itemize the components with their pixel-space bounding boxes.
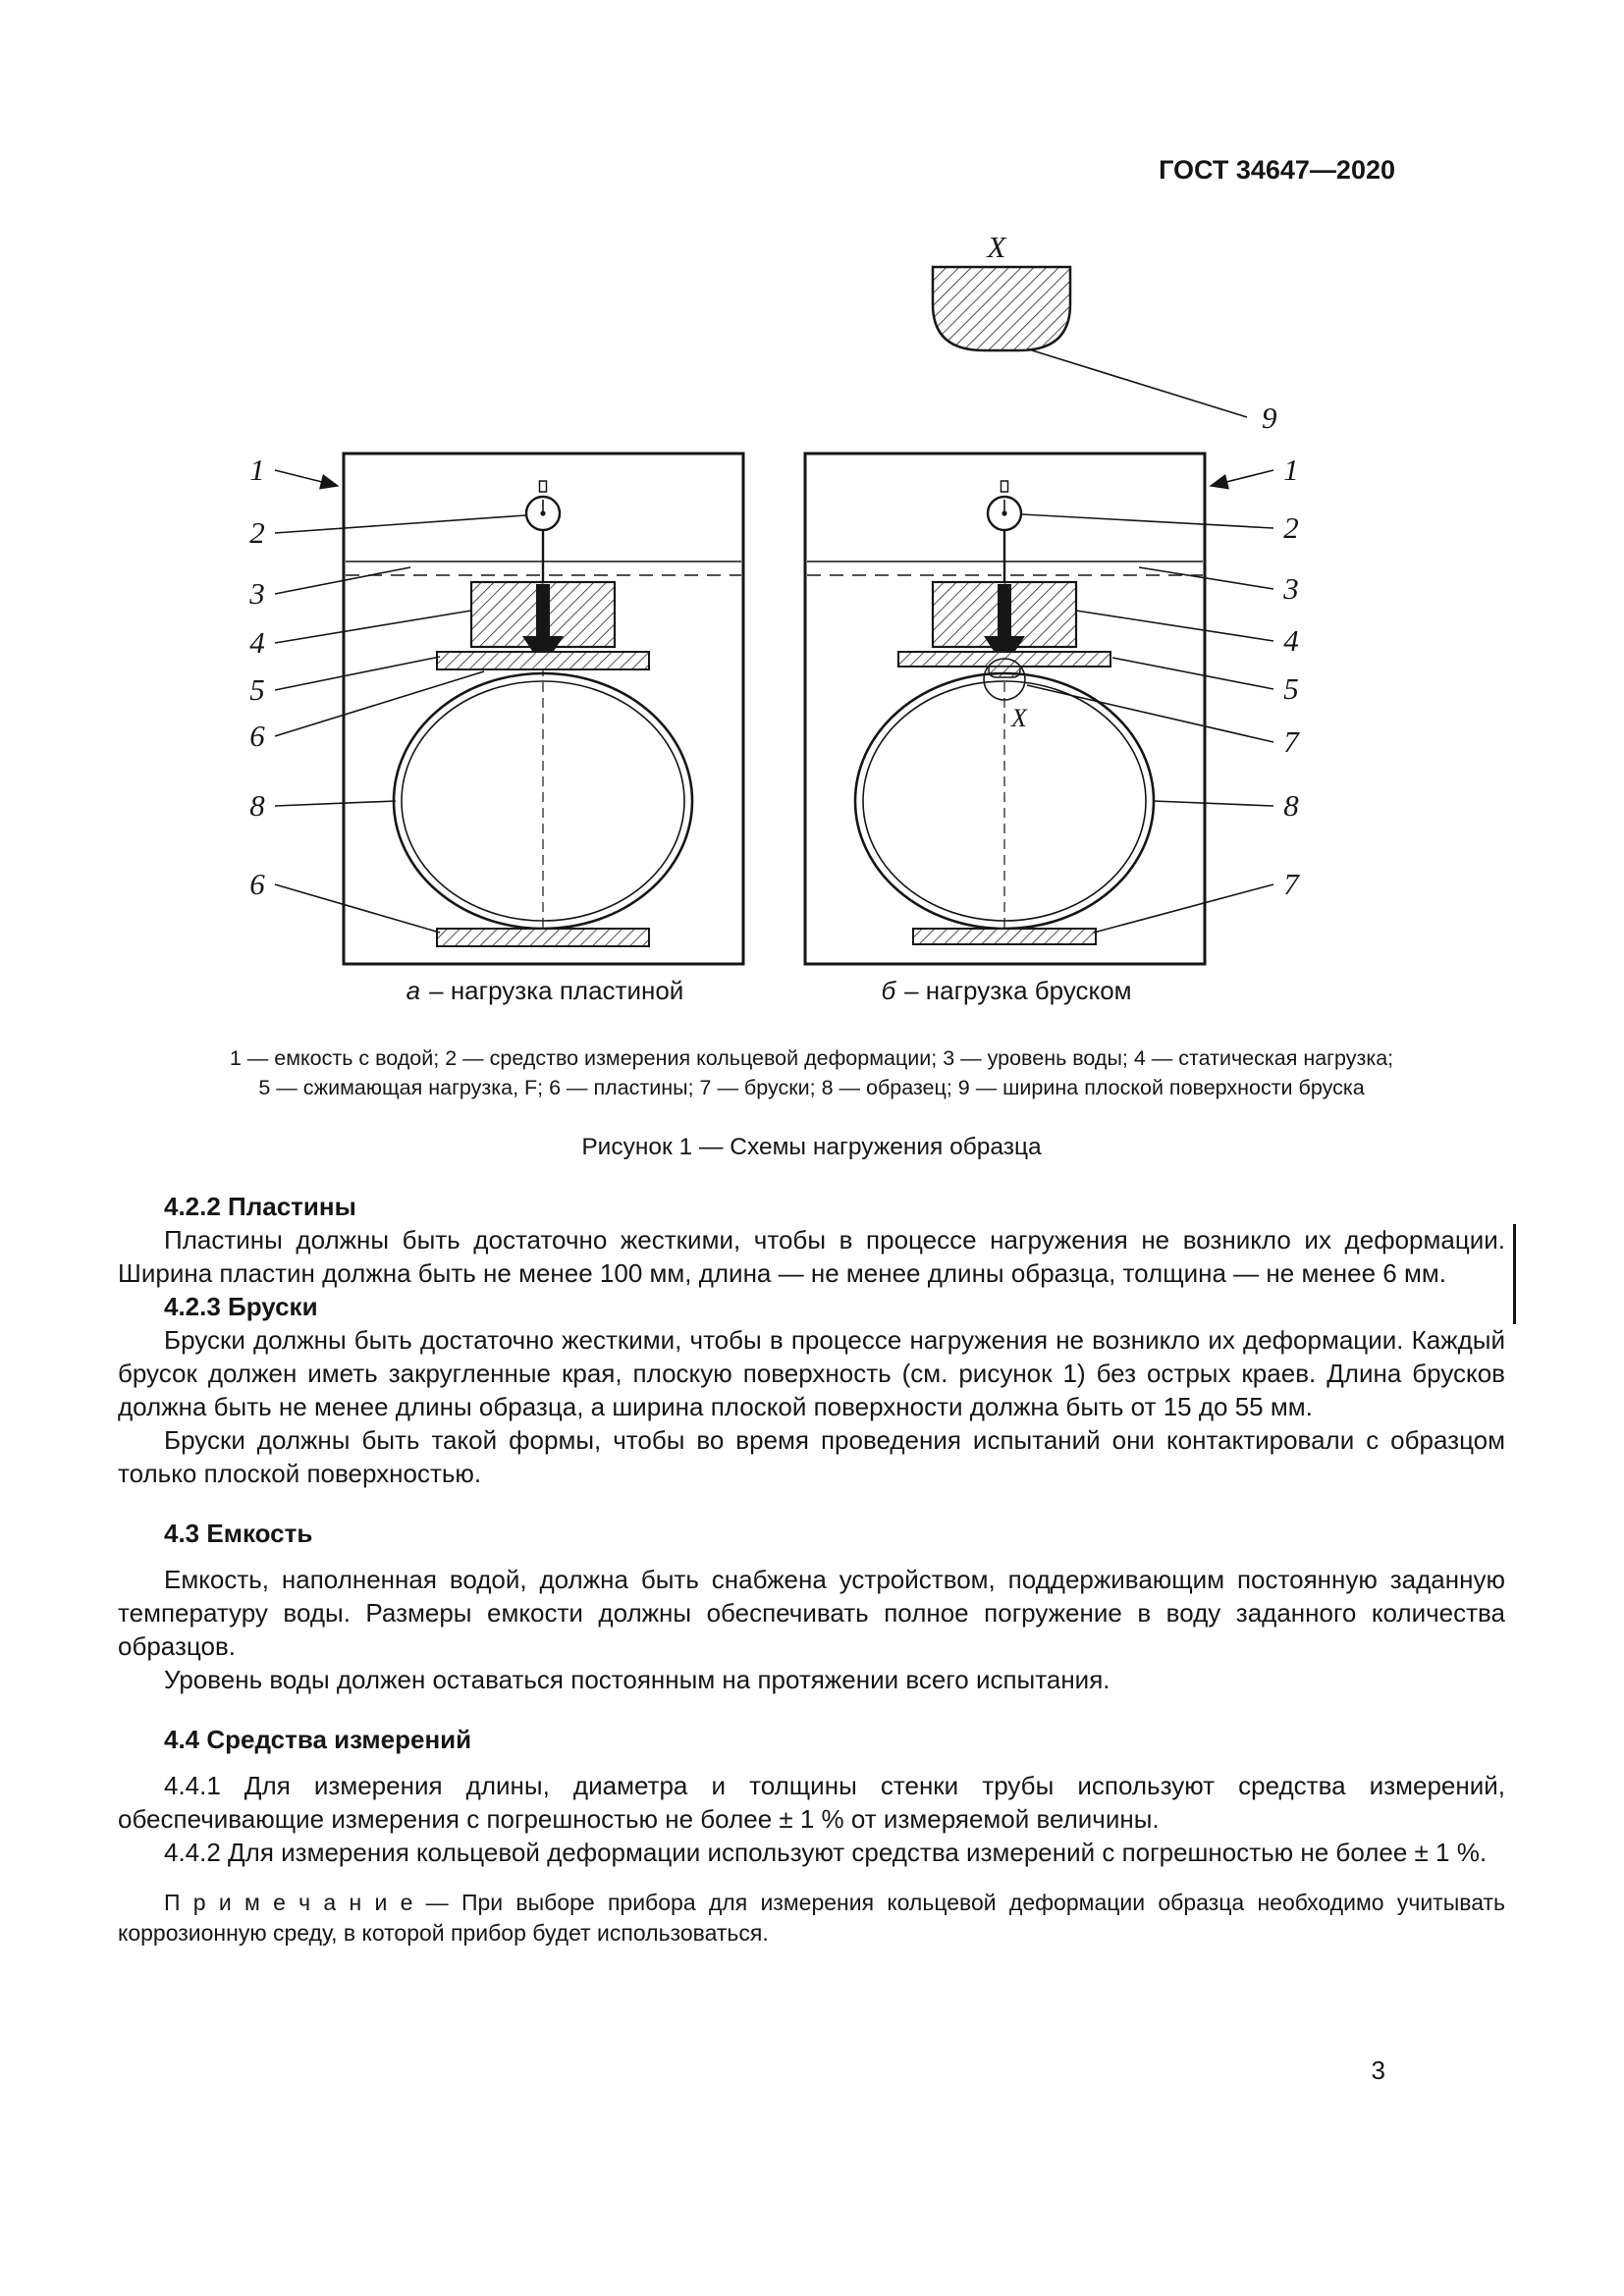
legend-line: 1 — емкость с водой; 2 — средство измере…	[229, 1046, 1394, 1070]
figure-label: 5	[1283, 671, 1299, 706]
pipe-specimen-inner	[401, 680, 685, 922]
paragraph: 4.4.1 Для измерения длины, диаметра и то…	[118, 1771, 1505, 1834]
section-heading-4-2-2: 4.2.2 Пластины	[164, 1192, 356, 1221]
figure-label: 7	[1283, 724, 1300, 759]
bottom-plate	[436, 928, 650, 947]
leader-lines	[274, 469, 526, 934]
dial-indicator	[524, 480, 562, 583]
figure-label: X	[986, 230, 1007, 264]
change-bar	[1513, 1224, 1516, 1324]
figure-label: 4	[249, 625, 265, 660]
bar-cross-section-shape	[931, 265, 1072, 352]
bar-cross-section-detail: X 9	[931, 230, 1277, 435]
paragraph: Бруски должны быть такой формы, чтобы во…	[118, 1425, 1505, 1488]
figure-label: 5	[249, 672, 265, 707]
figure-label: 3	[1282, 571, 1299, 606]
figure-label: 6	[249, 719, 265, 753]
pipe-specimen-inner	[862, 680, 1147, 922]
figure-legend: 1 — емкость с водой; 2 — средство измере…	[118, 1043, 1505, 1102]
diagram-bar-loading: X 1 2 3 4	[803, 452, 1300, 1005]
figure-caption: Рисунок 1 — Схемы нагружения образца	[581, 1134, 1042, 1160]
section-heading-4-2-3: 4.2.3 Бруски	[164, 1292, 318, 1321]
paragraph: Пластины должны быть достаточно жесткими…	[118, 1225, 1505, 1288]
paragraph: Бруски должны быть достаточно жесткими, …	[118, 1325, 1505, 1421]
diagram-a-caption: а– нагрузка пластиной	[406, 976, 684, 1005]
figure-label: 4	[1283, 623, 1299, 658]
figure-label: 8	[1283, 788, 1299, 823]
figure-labels: 1 2 3 4 5 7 8 7	[1282, 453, 1300, 901]
figure-label: 2	[249, 515, 265, 550]
page-header: ГОСТ 34647—2020	[1159, 155, 1395, 185]
water-tank	[803, 452, 1207, 966]
figure-label: 9	[1262, 400, 1277, 435]
water-tank	[342, 452, 745, 966]
section-heading-4-4: 4.4 Средства измерений	[164, 1725, 472, 1754]
figure-label: 3	[248, 576, 265, 611]
section-heading-4-3: 4.3 Емкость	[164, 1519, 313, 1548]
figure-label: 7	[1283, 867, 1300, 901]
bottom-bar	[912, 928, 1097, 945]
note-paragraph: П р и м е ч а н и е — При выборе прибора…	[118, 1890, 1505, 1946]
figure-label: 8	[249, 788, 265, 823]
top-plate	[436, 651, 650, 670]
figure-1-diagram: X 9	[248, 230, 1300, 1005]
paragraph: Уровень воды должен оставаться постоянны…	[164, 1665, 1110, 1694]
figure-label: 1	[1283, 453, 1299, 487]
page-number: 3	[1371, 2056, 1385, 2085]
paragraph: 4.4.2 Для измерения кольцевой деформации…	[164, 1838, 1488, 1867]
figure-label: 1	[249, 453, 265, 487]
legend-line: 5 — сжимающая нагрузка, F; 6 — пластины;…	[258, 1076, 1365, 1099]
figure-label: 2	[1283, 510, 1299, 545]
figure-label: 6	[249, 867, 265, 901]
figure-labels: 1 2 3 4 5 6 8 6	[248, 453, 265, 901]
bar-contact-tip	[988, 666, 1021, 678]
leader-lines	[1021, 469, 1274, 934]
force-arrow	[522, 584, 564, 667]
contact-detail-circle	[983, 658, 1026, 701]
dial-indicator	[986, 480, 1023, 583]
text-content: 1 — емкость с водой; 2 — средство измере…	[118, 1043, 1505, 1949]
diagram-plate-loading: 1 2 3 4 5 6 8 6 а– нагрузка пластиной	[248, 452, 745, 1005]
diagram-b-caption: б– нагрузка бруском	[881, 976, 1131, 1005]
paragraph: Емкость, наполненная водой, должна быть …	[118, 1565, 1505, 1661]
figure-label: X	[1010, 704, 1028, 732]
force-arrow	[984, 584, 1025, 667]
